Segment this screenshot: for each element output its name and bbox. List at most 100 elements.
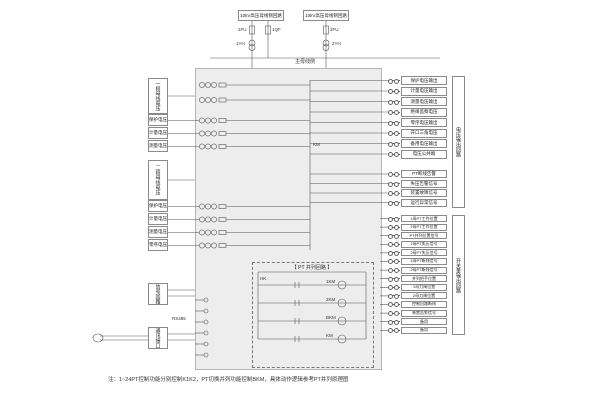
contact-terminal-icon xyxy=(388,152,400,157)
voltage-output-label: 测量电压输出 xyxy=(401,97,447,106)
voltage-output-row: 电压公共端 xyxy=(388,149,447,159)
voltage-output-label: 零序电压输出 xyxy=(401,118,447,127)
voltage-input-cell: 保护电压 xyxy=(148,200,168,212)
voltage-output-row: 备用电压输出 xyxy=(388,139,447,148)
contact-terminal-icon xyxy=(388,259,400,265)
signal-output-row: 2母PT失压信号 xyxy=(388,249,447,257)
signal-output-label: 1母PT工作位置 xyxy=(401,215,447,222)
fuse3-label: 2FU xyxy=(330,27,339,32)
contact-terminal-icon xyxy=(388,191,400,196)
signal-output-row: PT并列位置信号 xyxy=(388,232,447,240)
signal-output-label: PT并列位置信号 xyxy=(401,232,447,240)
pt1-label: 1YH xyxy=(236,41,245,46)
signal-output-row: 控制回路断线 xyxy=(388,300,447,308)
contact-terminal-icon xyxy=(388,328,400,334)
coil-label: KM xyxy=(326,333,333,338)
voltage-output-label: 开口三角电压 xyxy=(401,128,447,138)
signal-output-label: 2母刀闸位置 xyxy=(401,292,447,300)
voltage-output-row: 绝缘监察电压 xyxy=(388,107,447,117)
contact-terminal-icon xyxy=(388,89,400,94)
voltage-input-cell: 零序电压 xyxy=(148,239,168,251)
voltage-input-cell: 计量电压 xyxy=(148,127,168,139)
voltage-input-cell: 计量电压 xyxy=(148,213,168,225)
voltage-output-label: 电压公共端 xyxy=(401,149,447,159)
signal-output-label: 2母PT工作位置 xyxy=(401,223,447,231)
alarm-output-label: 装置故障信号 xyxy=(401,189,447,197)
alarm-output-label: 失压告警信号 xyxy=(401,179,447,188)
contact-terminal-icon xyxy=(388,250,400,256)
left-group1-title: 一段母线电压 xyxy=(148,78,168,114)
signal-output-row: 1母PT断线信号 xyxy=(388,257,447,265)
voltage-output-label: 计量电压输出 xyxy=(401,86,447,96)
signal-output-label: 装置告警信号 xyxy=(401,309,447,317)
signal-output-row: 并列把手位置 xyxy=(388,275,447,283)
voltage-output-row: 开口三角电压 xyxy=(388,128,447,138)
contact-terminal-icon xyxy=(388,110,400,115)
signal-output-label: 控制回路断线 xyxy=(401,300,447,308)
contact-terminal-icon xyxy=(388,181,400,187)
signal-output-row: 1母PT失压信号 xyxy=(388,240,447,248)
alarm-output-label: 运行异常信号 xyxy=(401,198,447,207)
coil-label: 2KM xyxy=(326,297,336,302)
fuse2-label: 1QF xyxy=(272,27,281,32)
contact-terminal-icon xyxy=(388,120,400,126)
voltage-output-row: 保护电压输出 xyxy=(388,76,447,85)
pt2-label: 2YH xyxy=(332,41,341,46)
contact-terminal-icon xyxy=(388,200,400,206)
voltage-output-strip: 电压输出回路 xyxy=(452,76,465,208)
signal-output-label: 备用 xyxy=(401,318,447,326)
contact-terminal-icon xyxy=(388,131,400,136)
alarm-output-row: 运行异常信号 xyxy=(388,198,447,207)
voltage-input-cell: 测量电压 xyxy=(148,140,168,152)
voltage-output-row: 零序电压输出 xyxy=(388,118,447,127)
coil-label: BKM xyxy=(326,315,336,320)
km-bus-label: KM xyxy=(313,142,320,147)
left-group2-title: 二段母线电压 xyxy=(148,160,168,200)
pt-parallel-title: 【 PT 并列回路 】 xyxy=(291,265,333,271)
contact-terminal-icon xyxy=(388,225,400,231)
signal-output-label: 并列把手位置 xyxy=(401,275,447,283)
signal-output-label: 2母PT失压信号 xyxy=(401,249,447,257)
signal-output-row: 2母刀闸位置 xyxy=(388,292,447,300)
contact-terminal-icon xyxy=(388,302,400,308)
signal-output-row: 装置告警信号 xyxy=(388,309,447,317)
footer-note: 注：1~24PT控制功能分别控制K1K2，PT切换并列功能控制BKM，具体动作逻… xyxy=(108,377,349,383)
handle-label: HK xyxy=(260,276,267,281)
signal-output-row: 1母刀闸位置 xyxy=(388,283,447,291)
contact-terminal-icon xyxy=(388,311,400,317)
contact-terminal-icon xyxy=(388,319,400,325)
signal-output-label: 备用 xyxy=(401,326,447,334)
contact-terminal-icon xyxy=(388,276,400,282)
contact-terminal-icon xyxy=(388,216,400,222)
signal-output-row: 1母PT工作位置 xyxy=(388,215,447,222)
voltage-input-cell: 保护电压 xyxy=(148,114,168,126)
signal-output-label: 1母刀闸位置 xyxy=(401,283,447,291)
comm-interface-box: 通讯接口 xyxy=(148,327,168,349)
contact-terminal-icon xyxy=(388,268,400,274)
alarm-output-row: 失压告警信号 xyxy=(388,179,447,188)
voltage-output-label: 备用电压输出 xyxy=(401,139,447,148)
voltage-output-label: 绝缘监察电压 xyxy=(401,107,447,117)
contact-terminal-icon xyxy=(388,78,400,84)
contact-terminal-icon xyxy=(388,285,400,291)
fuse1-label: 1FU xyxy=(238,27,247,32)
voltage-output-label: 保护电压输出 xyxy=(401,76,447,85)
pt-parallel-box xyxy=(252,262,374,368)
contact-terminal-icon xyxy=(388,99,400,105)
alarm-output-label: PT断线告警 xyxy=(401,170,447,178)
contact-terminal-icon xyxy=(388,172,400,177)
contact-terminal-icon xyxy=(388,293,400,299)
voltage-input-cell: 测量电压 xyxy=(148,226,168,238)
rs485-label: RS485 xyxy=(172,316,186,321)
signal-output-row: 备用 xyxy=(388,326,447,334)
contact-terminal-icon xyxy=(388,141,400,147)
signal-output-row: 2母PT断线信号 xyxy=(388,266,447,274)
contact-terminal-icon xyxy=(388,233,400,239)
alarm-output-row: 装置故障信号 xyxy=(388,189,447,197)
signal-output-label: 2母PT断线信号 xyxy=(401,266,447,274)
alarm-output-row: PT断线告警 xyxy=(388,170,447,178)
signal-circuit-box: 信号回路 xyxy=(148,283,168,305)
signal-output-label: 1母PT失压信号 xyxy=(401,240,447,248)
